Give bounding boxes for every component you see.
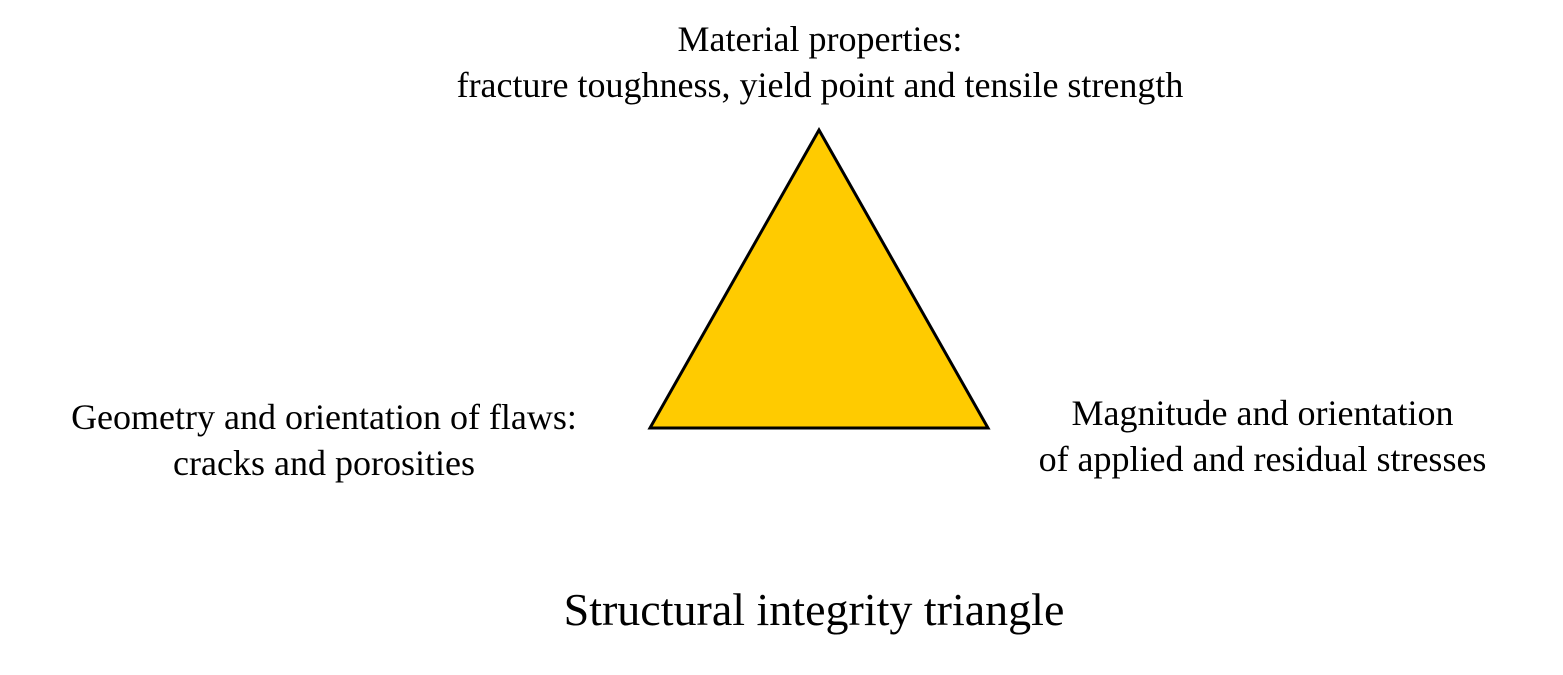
flaws-heading: Geometry and orientation of flaws: <box>71 397 577 437</box>
structural-integrity-triangle <box>647 126 991 430</box>
stresses-detail: of applied and residual stresses <box>1038 439 1487 479</box>
stresses-label: Magnitude and orientation of applied and… <box>975 390 1550 482</box>
flaws-label: Geometry and orientation of flaws: crack… <box>0 394 648 486</box>
stresses-heading: Magnitude and orientation <box>1071 393 1454 433</box>
material-properties-heading: Material properties: <box>677 19 963 59</box>
diagram-caption: Structural integrity triangle <box>563 584 1065 635</box>
material-properties-label: Material properties: fracture toughness,… <box>0 16 1563 108</box>
flaws-detail: cracks and porosities <box>173 443 475 483</box>
material-properties-detail: fracture toughness, yield point and tens… <box>456 65 1184 105</box>
